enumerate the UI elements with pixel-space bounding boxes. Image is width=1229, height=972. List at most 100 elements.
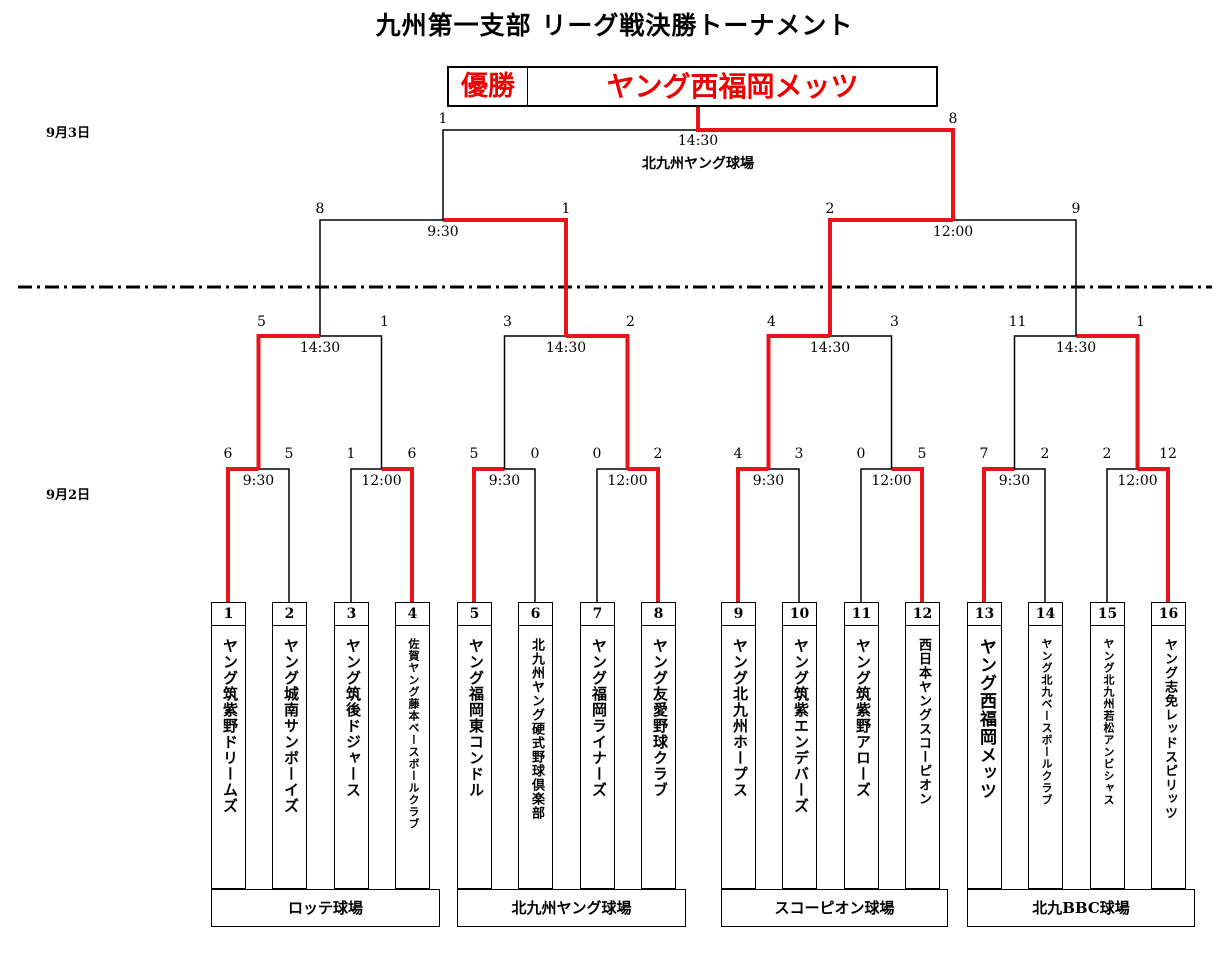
team-number: 10 (783, 603, 816, 626)
team-box-15: 15 ヤング北九州若松アンビシャス (1090, 602, 1125, 889)
r1-score-right: 2 (1040, 446, 1050, 462)
team-name: ヤング北九州ホープス (731, 638, 749, 798)
team-number: 3 (335, 603, 368, 626)
r1-score-right: 3 (794, 446, 804, 462)
r1-score-left: 2 (1102, 446, 1112, 462)
r1-score-left: 1 (346, 446, 356, 462)
sf-time: 12:00 (931, 224, 975, 240)
venue-box: ロッテ球場 (211, 889, 440, 927)
team-number: 15 (1091, 603, 1124, 626)
team-box-10: 10 ヤング筑紫エンデバーズ (782, 602, 817, 889)
r1-match-3-winner-path (472, 467, 505, 602)
sf-score-right: 1 (561, 201, 571, 217)
r1-score-left: 6 (223, 446, 233, 462)
team-name: ヤング西福岡メッツ (976, 638, 996, 800)
r1-time: 9:30 (241, 473, 276, 489)
r1-match-7-winner-path (982, 467, 1015, 602)
team-number: 7 (581, 603, 614, 626)
team-name: ヤング北九州若松アンビシャス (1102, 638, 1115, 806)
team-number: 4 (396, 603, 429, 626)
team-name: ヤング筑紫エンデバーズ (792, 638, 810, 814)
qf-time: 14:30 (808, 340, 852, 356)
r1-time: 9:30 (751, 473, 786, 489)
team-box-4: 4 佐賀ヤング藤本ベースボールクラブ (395, 602, 430, 889)
sf-match-1-winner-path (443, 218, 568, 336)
team-box-9: 9 ヤング北九州ホープス (721, 602, 756, 889)
r1-time: 12:00 (606, 473, 649, 489)
team-box-8: 8 ヤング友愛野球クラブ (641, 602, 676, 889)
date-day3: 9月3日 (46, 126, 91, 141)
sf-score-right: 9 (1071, 201, 1081, 217)
r1-score-left: 0 (592, 446, 602, 462)
r1-score-right: 0 (530, 446, 540, 462)
r1-match-5-winner-path (736, 467, 769, 602)
venue-box: スコーピオン球場 (721, 889, 948, 927)
team-name: ヤング筑紫野ドリームズ (221, 638, 239, 814)
team-box-2: 2 ヤング城南サンボーイズ (272, 602, 307, 889)
r1-time: 9:30 (487, 473, 522, 489)
r1-time: 12:00 (1116, 473, 1159, 489)
team-number: 14 (1029, 603, 1062, 626)
team-number: 5 (458, 603, 491, 626)
r1-score-right: 5 (917, 446, 927, 462)
qf-match-2-winner-path (566, 334, 630, 469)
team-name: 佐賀ヤング藤本ベースボールクラブ (407, 638, 420, 830)
team-name: 西日本ヤングスコーピオン (916, 638, 931, 806)
qf-match-1-winner-path (256, 334, 320, 469)
team-box-7: 7 ヤング福岡ライナーズ (580, 602, 615, 889)
r1-score-right: 5 (284, 446, 294, 462)
team-number: 12 (906, 603, 939, 626)
qf-match-4-winner-path (1076, 334, 1140, 469)
team-name: ヤング福岡ライナーズ (590, 638, 608, 798)
team-name: ヤング北九ベースボールクラブ (1040, 638, 1053, 806)
team-number: 16 (1152, 603, 1185, 626)
team-number: 8 (642, 603, 675, 626)
qf-time: 14:30 (1054, 340, 1098, 356)
page-title: 九州第一支部 リーグ戦決勝トーナメント (375, 11, 854, 40)
team-box-14: 14 ヤング北九ベースボールクラブ (1028, 602, 1063, 889)
qf-score-right: 1 (1136, 314, 1145, 330)
qf-match-3-winner-path (766, 334, 830, 469)
final-score-right: 8 (948, 111, 958, 127)
r1-score-left: 4 (733, 446, 743, 462)
venue-box: 北九BBC球場 (967, 889, 1195, 927)
team-box-11: 11 ヤング筑紫野アローズ (844, 602, 879, 889)
r1-score-left: 0 (856, 446, 866, 462)
champion-name: ヤング西福岡メッツ (606, 70, 859, 103)
r1-score-right: 6 (407, 446, 417, 462)
team-number: 2 (273, 603, 306, 626)
r1-time: 12:00 (360, 473, 403, 489)
qf-score-right: 2 (626, 314, 635, 330)
sf-time: 9:30 (426, 224, 460, 240)
team-name: ヤング友愛野球クラブ (651, 638, 669, 798)
r1-score-left: 7 (979, 446, 989, 462)
qf-score-right: 3 (890, 314, 899, 330)
qf-score-left: 3 (503, 314, 512, 330)
team-number: 1 (212, 603, 245, 626)
r1-score-left: 5 (469, 446, 479, 462)
r1-score-right: 2 (653, 446, 663, 462)
team-name: ヤング筑紫野アローズ (854, 638, 872, 798)
team-name: 北九州ヤング硬式野球倶楽部 (529, 638, 544, 820)
team-number: 11 (845, 603, 878, 626)
team-box-12: 12 西日本ヤングスコーピオン (905, 602, 940, 889)
r1-match-4-winner-path (627, 467, 660, 602)
final-winner-path (696, 107, 955, 220)
final-venue: 北九州ヤング球場 (642, 156, 754, 172)
team-name: ヤング城南サンボーイズ (282, 638, 300, 814)
date-day2: 9月2日 (46, 488, 91, 503)
team-name: ヤング福岡東コンドル (467, 638, 485, 798)
qf-time: 14:30 (298, 340, 342, 356)
r1-score-right: 12 (1159, 446, 1177, 462)
team-number: 9 (722, 603, 755, 626)
final-time: 14:30 (676, 133, 720, 149)
qf-score-left: 5 (257, 314, 266, 330)
qf-time: 14:30 (544, 340, 588, 356)
r1-time: 9:30 (997, 473, 1032, 489)
sf-match-2-winner-path (828, 218, 953, 336)
qf-score-left: 11 (1008, 314, 1027, 330)
